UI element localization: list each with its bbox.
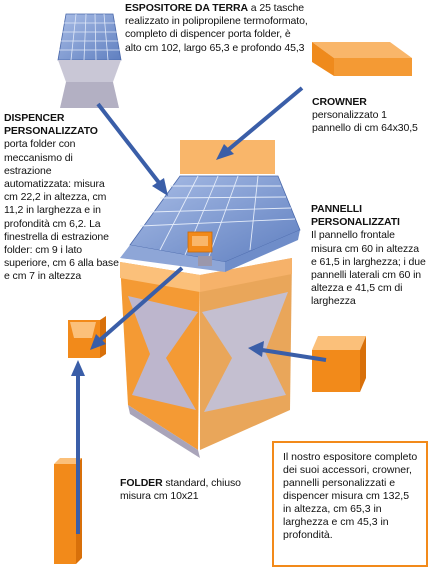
dispencer-icon	[68, 316, 106, 358]
espositore-description: ESPOSITORE DA TERRA a 25 tasche realizza…	[125, 2, 309, 55]
pannelli-description: PANNELLI PERSONALIZZATI Il pannello fron…	[311, 203, 427, 309]
crowner-text: personalizzato 1 pannello di cm 64x30,5	[312, 109, 418, 135]
pannello-icon	[312, 336, 366, 392]
display-body	[120, 258, 292, 458]
pannelli-text: Il pannello frontale misura cm 60 in alt…	[311, 229, 426, 308]
pointer-arrows	[71, 86, 327, 534]
tray-thumbnail	[57, 13, 122, 108]
summary-text: Il nostro espositore completo dei suoi a…	[283, 451, 418, 541]
summary-box: Il nostro espositore completo dei suoi a…	[272, 441, 428, 567]
espositore-text: a 25 tasche realizzato in polipropilene …	[125, 2, 308, 54]
crowner-description: CROWNER personalizzato 1 pannello di cm …	[312, 96, 422, 136]
display-crowner	[180, 140, 275, 174]
folder-text: standard, chiuso misura cm 10x21	[120, 477, 241, 503]
pannelli-title: PANNELLI PERSONALIZZATI	[311, 203, 400, 229]
crowner-panel-icon	[312, 42, 412, 76]
dispencer-title: DISPENCER PERSONALIZZATO	[4, 112, 98, 138]
dispencer-description: DISPENCER PERSONALIZZATO porta folder co…	[4, 112, 120, 284]
espositore-title: ESPOSITORE DA TERRA	[125, 2, 248, 14]
display-tray-block	[120, 175, 301, 272]
crowner-title: CROWNER	[312, 96, 367, 108]
folder-description: FOLDER standard, chiuso misura cm 10x21	[120, 477, 250, 503]
dispencer-text: porta folder con meccanismo di estrazion…	[4, 138, 119, 283]
folder-title: FOLDER	[120, 477, 163, 489]
